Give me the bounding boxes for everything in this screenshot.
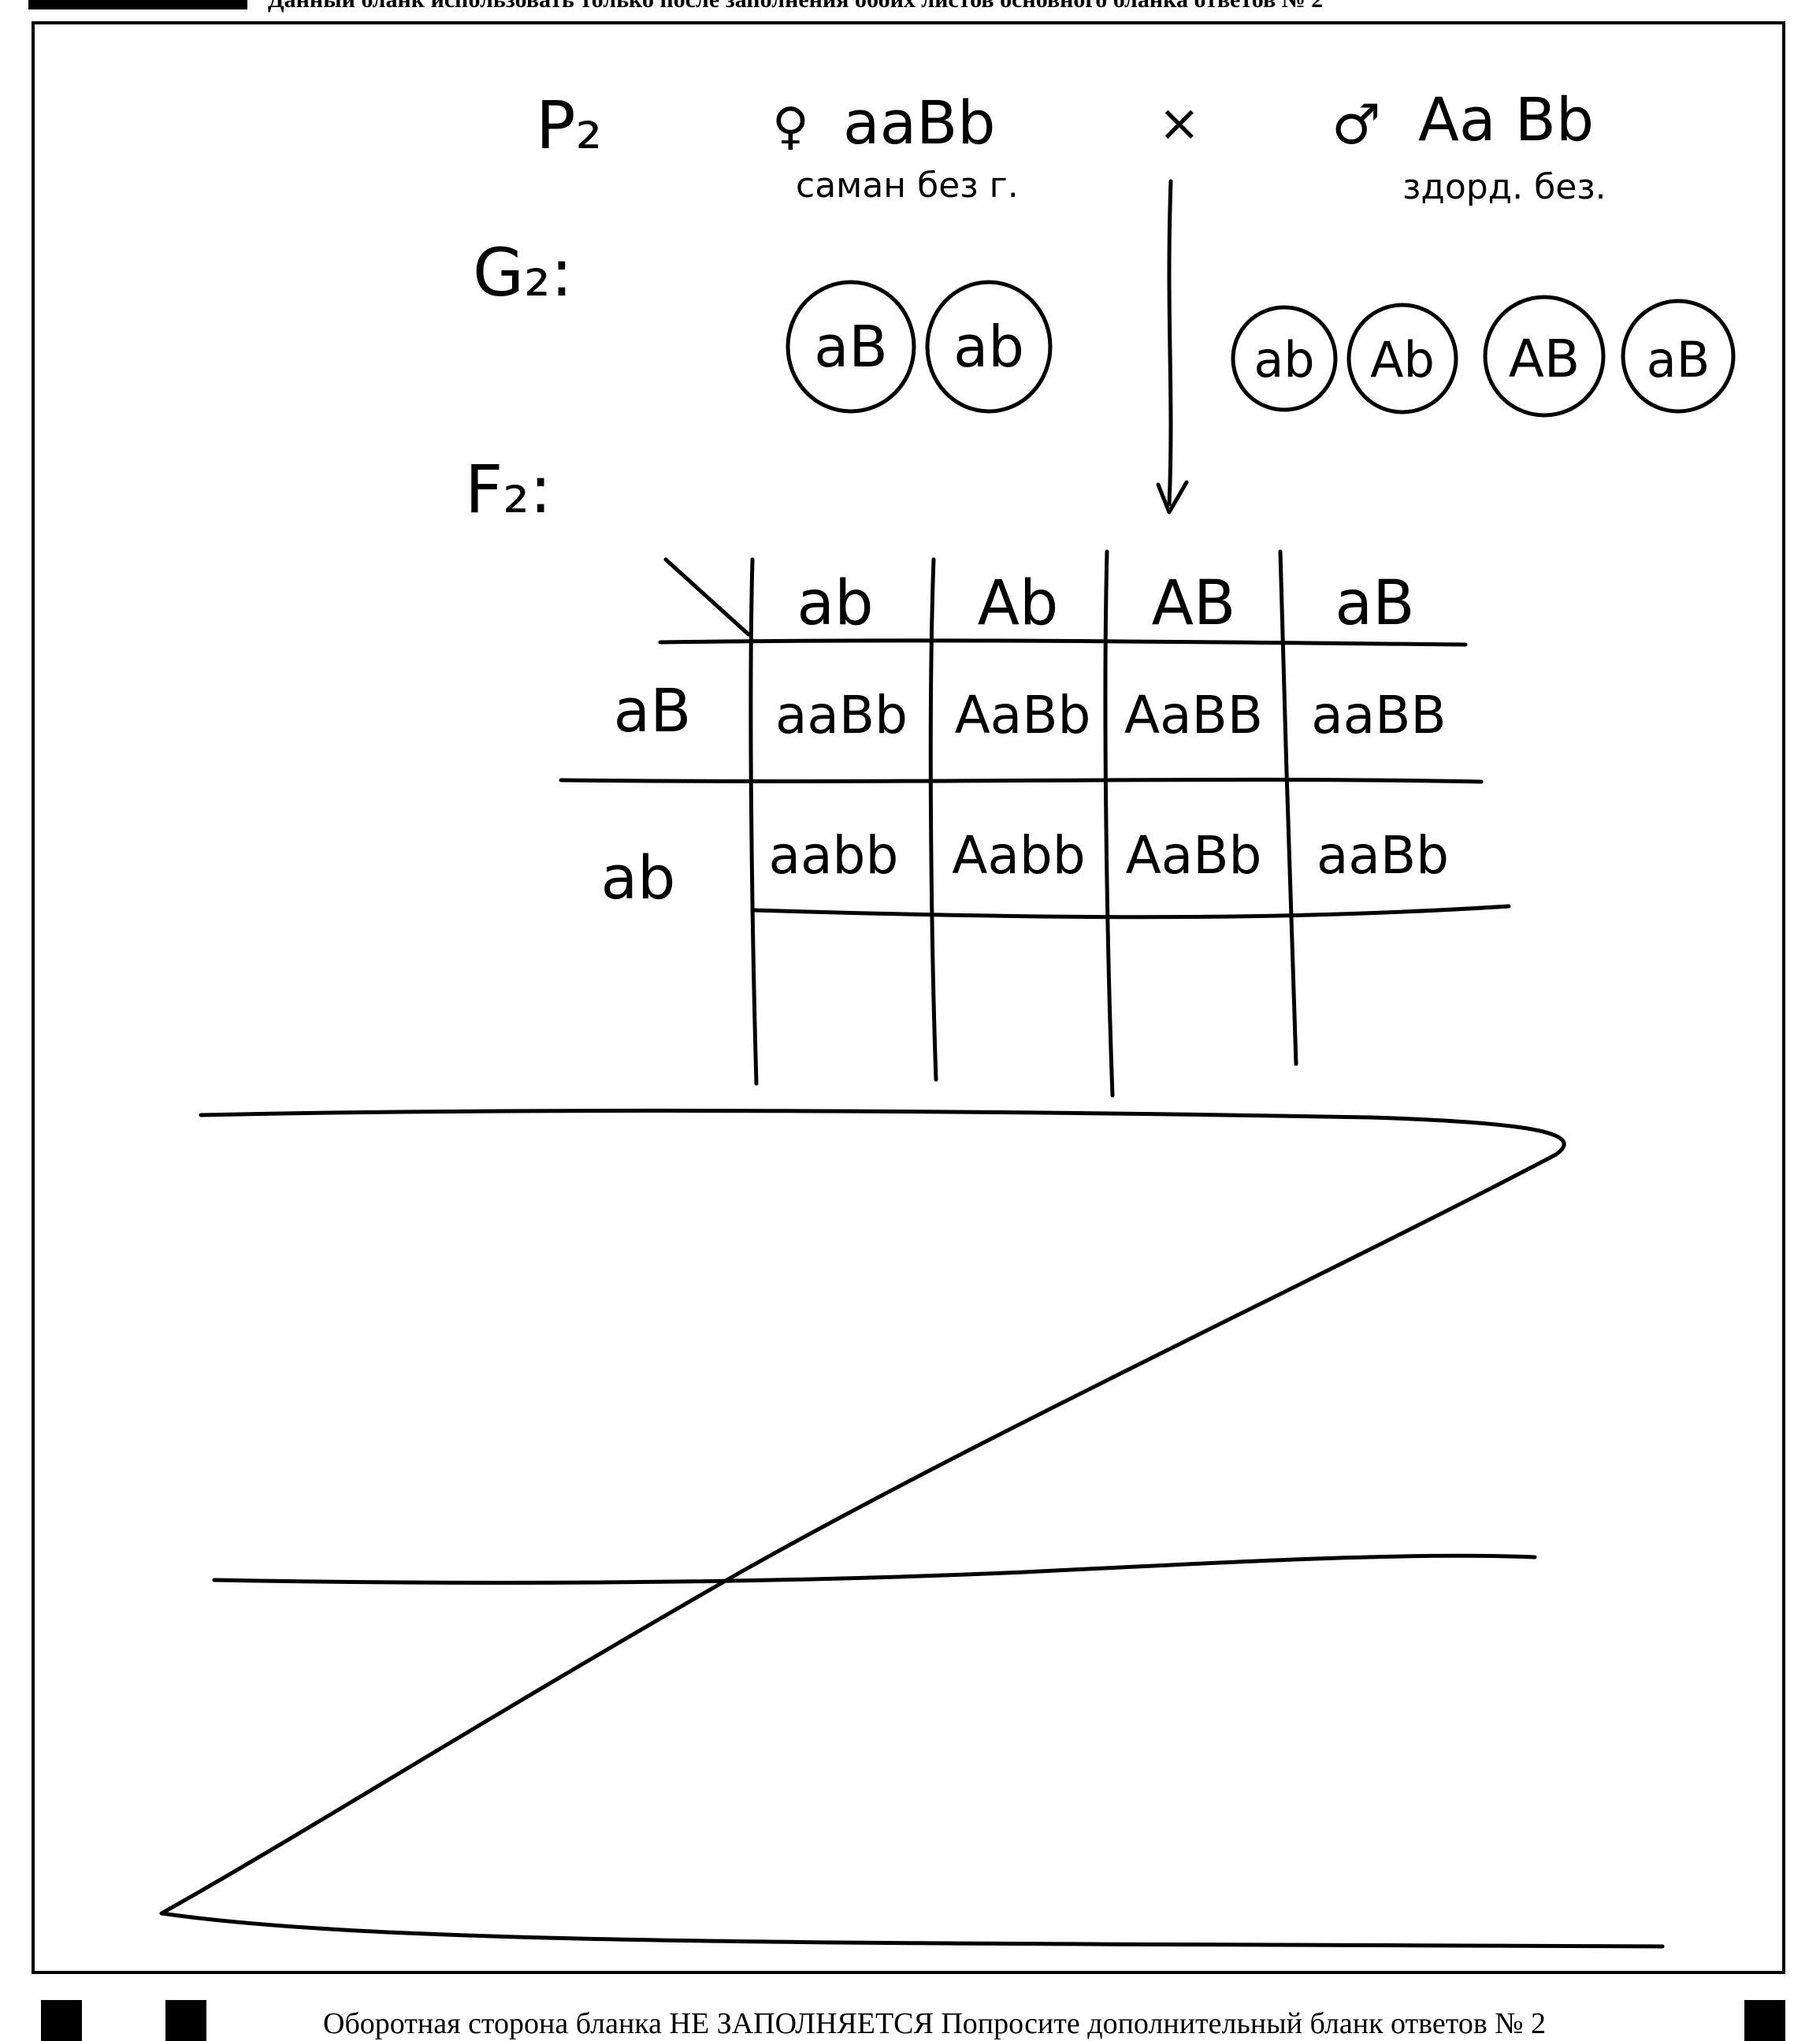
female-genotype: aaBb bbox=[843, 87, 996, 158]
female-gamete: aB bbox=[814, 314, 888, 380]
punnett-col-header: ab bbox=[797, 568, 873, 639]
male-gamete: ab bbox=[1254, 331, 1314, 388]
punnett-cell: aabb bbox=[769, 825, 899, 886]
punnett-row-label: ab bbox=[601, 842, 676, 913]
punnett-cell: AaBb bbox=[1126, 825, 1262, 886]
scan-marker bbox=[41, 2000, 82, 2041]
female-gamete: ab bbox=[953, 314, 1024, 380]
z-strike-line bbox=[159, 1108, 1665, 1949]
offspring-label: F₂: bbox=[465, 451, 552, 528]
punnett-header-row: ab Ab AB aB bbox=[797, 568, 1414, 639]
male-genotype: Aa Bb bbox=[1418, 84, 1594, 154]
punnett-col-header: AB bbox=[1152, 568, 1236, 639]
punnett-cell: aaBB bbox=[1311, 685, 1446, 745]
punnett-cell: aaBb bbox=[775, 685, 908, 745]
answer-area-frame bbox=[32, 21, 1785, 1974]
male-gamete: Ab bbox=[1370, 331, 1435, 388]
parents-label: P₂ bbox=[536, 87, 602, 164]
female-gamete-circle bbox=[786, 280, 916, 414]
scan-marker bbox=[165, 2000, 206, 2041]
female-symbol: ♀ bbox=[772, 98, 809, 156]
punnett-cell: AaBB bbox=[1124, 685, 1263, 745]
male-gamete: AB bbox=[1509, 329, 1580, 389]
punnett-grid bbox=[559, 549, 1511, 1098]
arrow-head bbox=[1156, 480, 1189, 515]
punnett-row-label: aB bbox=[614, 675, 692, 745]
top-strip: Данный бланк использовать только после з… bbox=[0, 0, 1820, 12]
female-gamete-circle bbox=[925, 280, 1053, 414]
scan-marker bbox=[1744, 2000, 1785, 2041]
male-gamete: aB bbox=[1647, 331, 1710, 388]
arrow-shaft bbox=[1167, 179, 1173, 507]
z-strike-line bbox=[212, 1553, 1537, 1585]
form-badge bbox=[28, 0, 247, 9]
female-note: саман без г. bbox=[796, 165, 1019, 206]
top-instruction: Данный бланк использовать только после з… bbox=[268, 0, 1323, 12]
male-gamete-circle bbox=[1346, 303, 1458, 415]
male-gamete-circle bbox=[1621, 299, 1736, 414]
male-note: здорд. без. bbox=[1402, 167, 1606, 207]
male-symbol: ♂ bbox=[1332, 92, 1381, 157]
punnett-cell: Aabb bbox=[952, 825, 1085, 886]
footer-instruction: Оборотная сторона бланка НЕ ЗАПОЛНЯЕТСЯ … bbox=[323, 2007, 1547, 2040]
punnett-cell: AaBb bbox=[955, 685, 1091, 745]
male-gamete-circle bbox=[1231, 305, 1338, 412]
punnett-col-header: aB bbox=[1335, 568, 1414, 639]
punnett-row: ab aabb Aabb AaBb aaBb bbox=[601, 825, 1449, 913]
gametes-label: G₂: bbox=[473, 234, 573, 311]
male-gamete-circle bbox=[1483, 295, 1606, 418]
punnett-row: aB aaBb AaBb AaBB aaBB bbox=[614, 675, 1447, 745]
punnett-cell: aaBb bbox=[1317, 825, 1449, 886]
punnett-col-header: Ab bbox=[978, 568, 1059, 639]
cross-sign: × bbox=[1158, 95, 1201, 153]
